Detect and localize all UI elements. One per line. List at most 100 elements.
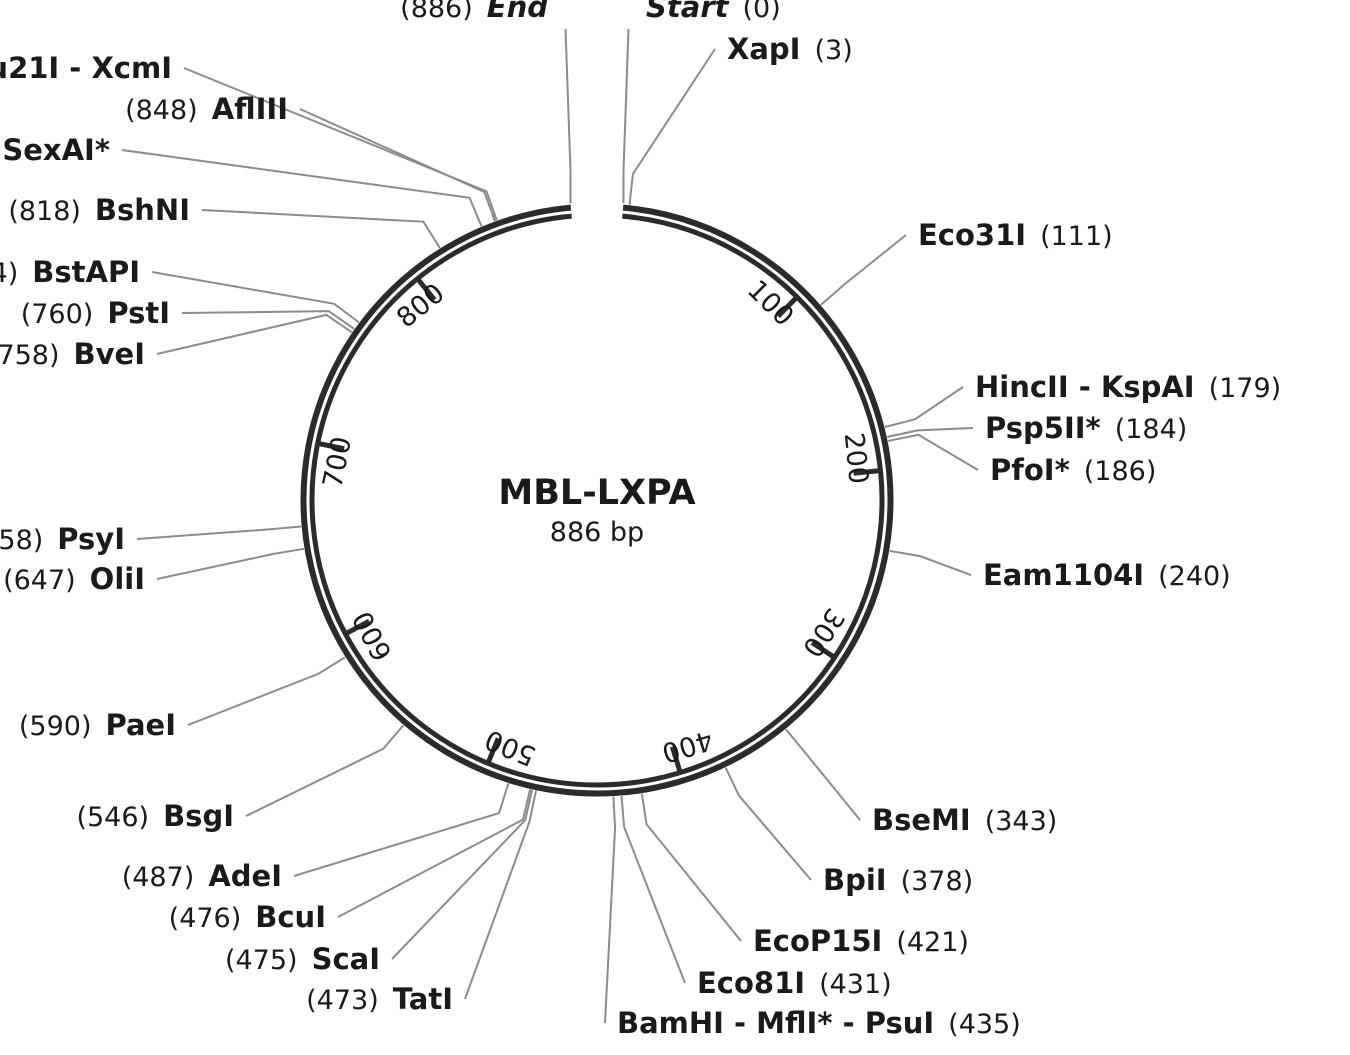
site-label: (476) BcuI bbox=[169, 900, 326, 934]
site-leader bbox=[245, 724, 405, 817]
site-position: (378) bbox=[901, 866, 974, 897]
site-name: BsgI bbox=[163, 799, 234, 833]
site-position: (647) bbox=[3, 565, 76, 596]
site-leader bbox=[156, 313, 353, 355]
site-leader bbox=[156, 547, 305, 580]
site-position: (421) bbox=[896, 927, 969, 958]
site-label: PfoI*(186) bbox=[990, 453, 1156, 487]
site-label: (647) OliI bbox=[3, 562, 145, 596]
site-position: (758) bbox=[0, 340, 60, 371]
scale-tick bbox=[486, 737, 501, 763]
site-leader bbox=[464, 790, 538, 1000]
site-leader bbox=[724, 767, 812, 881]
site-position: (473) bbox=[306, 985, 379, 1016]
site-position: (886) bbox=[400, 0, 473, 24]
site-leader bbox=[887, 433, 979, 471]
site-leader bbox=[337, 789, 532, 918]
scale-tick bbox=[669, 746, 683, 772]
site-position: (184) bbox=[1115, 414, 1188, 445]
site-name: BstAPI bbox=[32, 255, 140, 289]
site-position: (0) bbox=[742, 0, 780, 24]
site-label: (487) AdeI bbox=[122, 859, 282, 893]
site-name: HincII - KspAI bbox=[975, 370, 1195, 404]
site-name: Ppu21I - XcmI bbox=[0, 51, 172, 85]
site-position: (818) bbox=[8, 196, 81, 227]
site-position: (3) bbox=[814, 35, 852, 66]
site-position: (435) bbox=[948, 1009, 1021, 1040]
scale-tick-label: 300 bbox=[796, 602, 850, 662]
site-position: (658) bbox=[0, 525, 43, 556]
site-label: EcoP15I (421) bbox=[753, 924, 969, 958]
site-name: OliI bbox=[90, 562, 145, 596]
site-position: (764) bbox=[0, 258, 18, 289]
ring-inner-strand bbox=[309, 213, 885, 788]
site-position: (475) bbox=[225, 945, 298, 976]
site-label: (475) ScaI bbox=[225, 942, 380, 976]
site-name: BamHI - MflI* - PsuI bbox=[617, 1006, 934, 1040]
site-leader bbox=[201, 209, 441, 249]
site-leader bbox=[620, 795, 686, 984]
site-name: TatI bbox=[393, 982, 453, 1016]
site-position: (186) bbox=[1084, 456, 1157, 487]
site-position: (487) bbox=[122, 862, 195, 893]
scale-tick-label: 200 bbox=[838, 431, 874, 485]
site-leader bbox=[187, 656, 346, 726]
site-label: (848) AflIII bbox=[125, 92, 288, 126]
site-leader bbox=[820, 234, 907, 306]
scale-tick bbox=[416, 278, 437, 302]
scale-tick bbox=[853, 468, 879, 476]
site-position: (111) bbox=[1040, 221, 1113, 252]
site-label: Psp5II* (184) bbox=[985, 411, 1187, 445]
site-leader bbox=[136, 525, 302, 540]
site-position: (179) bbox=[1209, 373, 1282, 404]
site-name: CsiI - SexAI* bbox=[0, 133, 110, 167]
site-name: AflIII bbox=[212, 92, 288, 126]
site-label: (818) BshNI bbox=[8, 193, 190, 227]
site-label: (760) PstI bbox=[21, 296, 170, 330]
site-label: (590)PaeI bbox=[19, 708, 176, 742]
site-label: (658)PsyI bbox=[0, 522, 125, 556]
site-name: Psp5II* bbox=[985, 411, 1101, 445]
site-label: BamHI - MflI* - PsuI (435) bbox=[617, 1006, 1021, 1040]
site-name: Eco81I bbox=[697, 966, 805, 1000]
site-leader bbox=[293, 783, 510, 877]
site-label: (546) BsgI bbox=[76, 799, 234, 833]
site-name: PstI bbox=[107, 296, 170, 330]
plasmid-name: MBL-LXPA bbox=[498, 473, 695, 513]
site-name: AdeI bbox=[208, 859, 282, 893]
site-label: HincII - KspAI (179) bbox=[975, 370, 1281, 404]
site-label: (849)Ppu21I - XcmI bbox=[0, 51, 172, 85]
site-position: (546) bbox=[76, 802, 149, 833]
backbone-ring bbox=[300, 204, 894, 797]
site-name: Start bbox=[646, 0, 730, 24]
site-name: ScaI bbox=[312, 942, 380, 976]
site-name: Eam1104I bbox=[983, 558, 1144, 592]
marker-label: Start (0) bbox=[646, 0, 781, 24]
site-leader bbox=[299, 108, 496, 222]
site-label: Eco31I (111) bbox=[918, 218, 1113, 252]
site-label: (758)BveI bbox=[0, 337, 145, 371]
scale-tick bbox=[345, 618, 371, 636]
site-leader bbox=[889, 549, 972, 576]
site-name: Eco31I bbox=[918, 218, 1026, 252]
site-leader bbox=[628, 48, 716, 205]
site-position: (848) bbox=[125, 95, 198, 126]
site-position: (343) bbox=[985, 806, 1058, 837]
site-label: (473) TatI bbox=[306, 982, 453, 1016]
site-name: EcoP15I bbox=[753, 924, 882, 958]
site-label: BpiI(378) bbox=[823, 863, 973, 897]
site-labels: XapI(3)Eco31I(111)HincII - KspAI(179)Psp… bbox=[0, 0, 1281, 1040]
site-leader bbox=[887, 427, 974, 438]
site-name: PaeI bbox=[105, 708, 176, 742]
site-position: (760) bbox=[21, 299, 94, 330]
site-name: BcuI bbox=[255, 900, 326, 934]
plasmid-size: 886 bp bbox=[550, 517, 644, 548]
site-leader bbox=[151, 271, 360, 324]
site-position: (476) bbox=[169, 903, 242, 934]
site-leader bbox=[183, 67, 498, 221]
site-label: (764) BstAPI bbox=[0, 255, 140, 289]
site-name: BshNI bbox=[95, 193, 190, 227]
scale-tick-label: 600 bbox=[347, 606, 399, 666]
site-leader bbox=[181, 310, 355, 330]
